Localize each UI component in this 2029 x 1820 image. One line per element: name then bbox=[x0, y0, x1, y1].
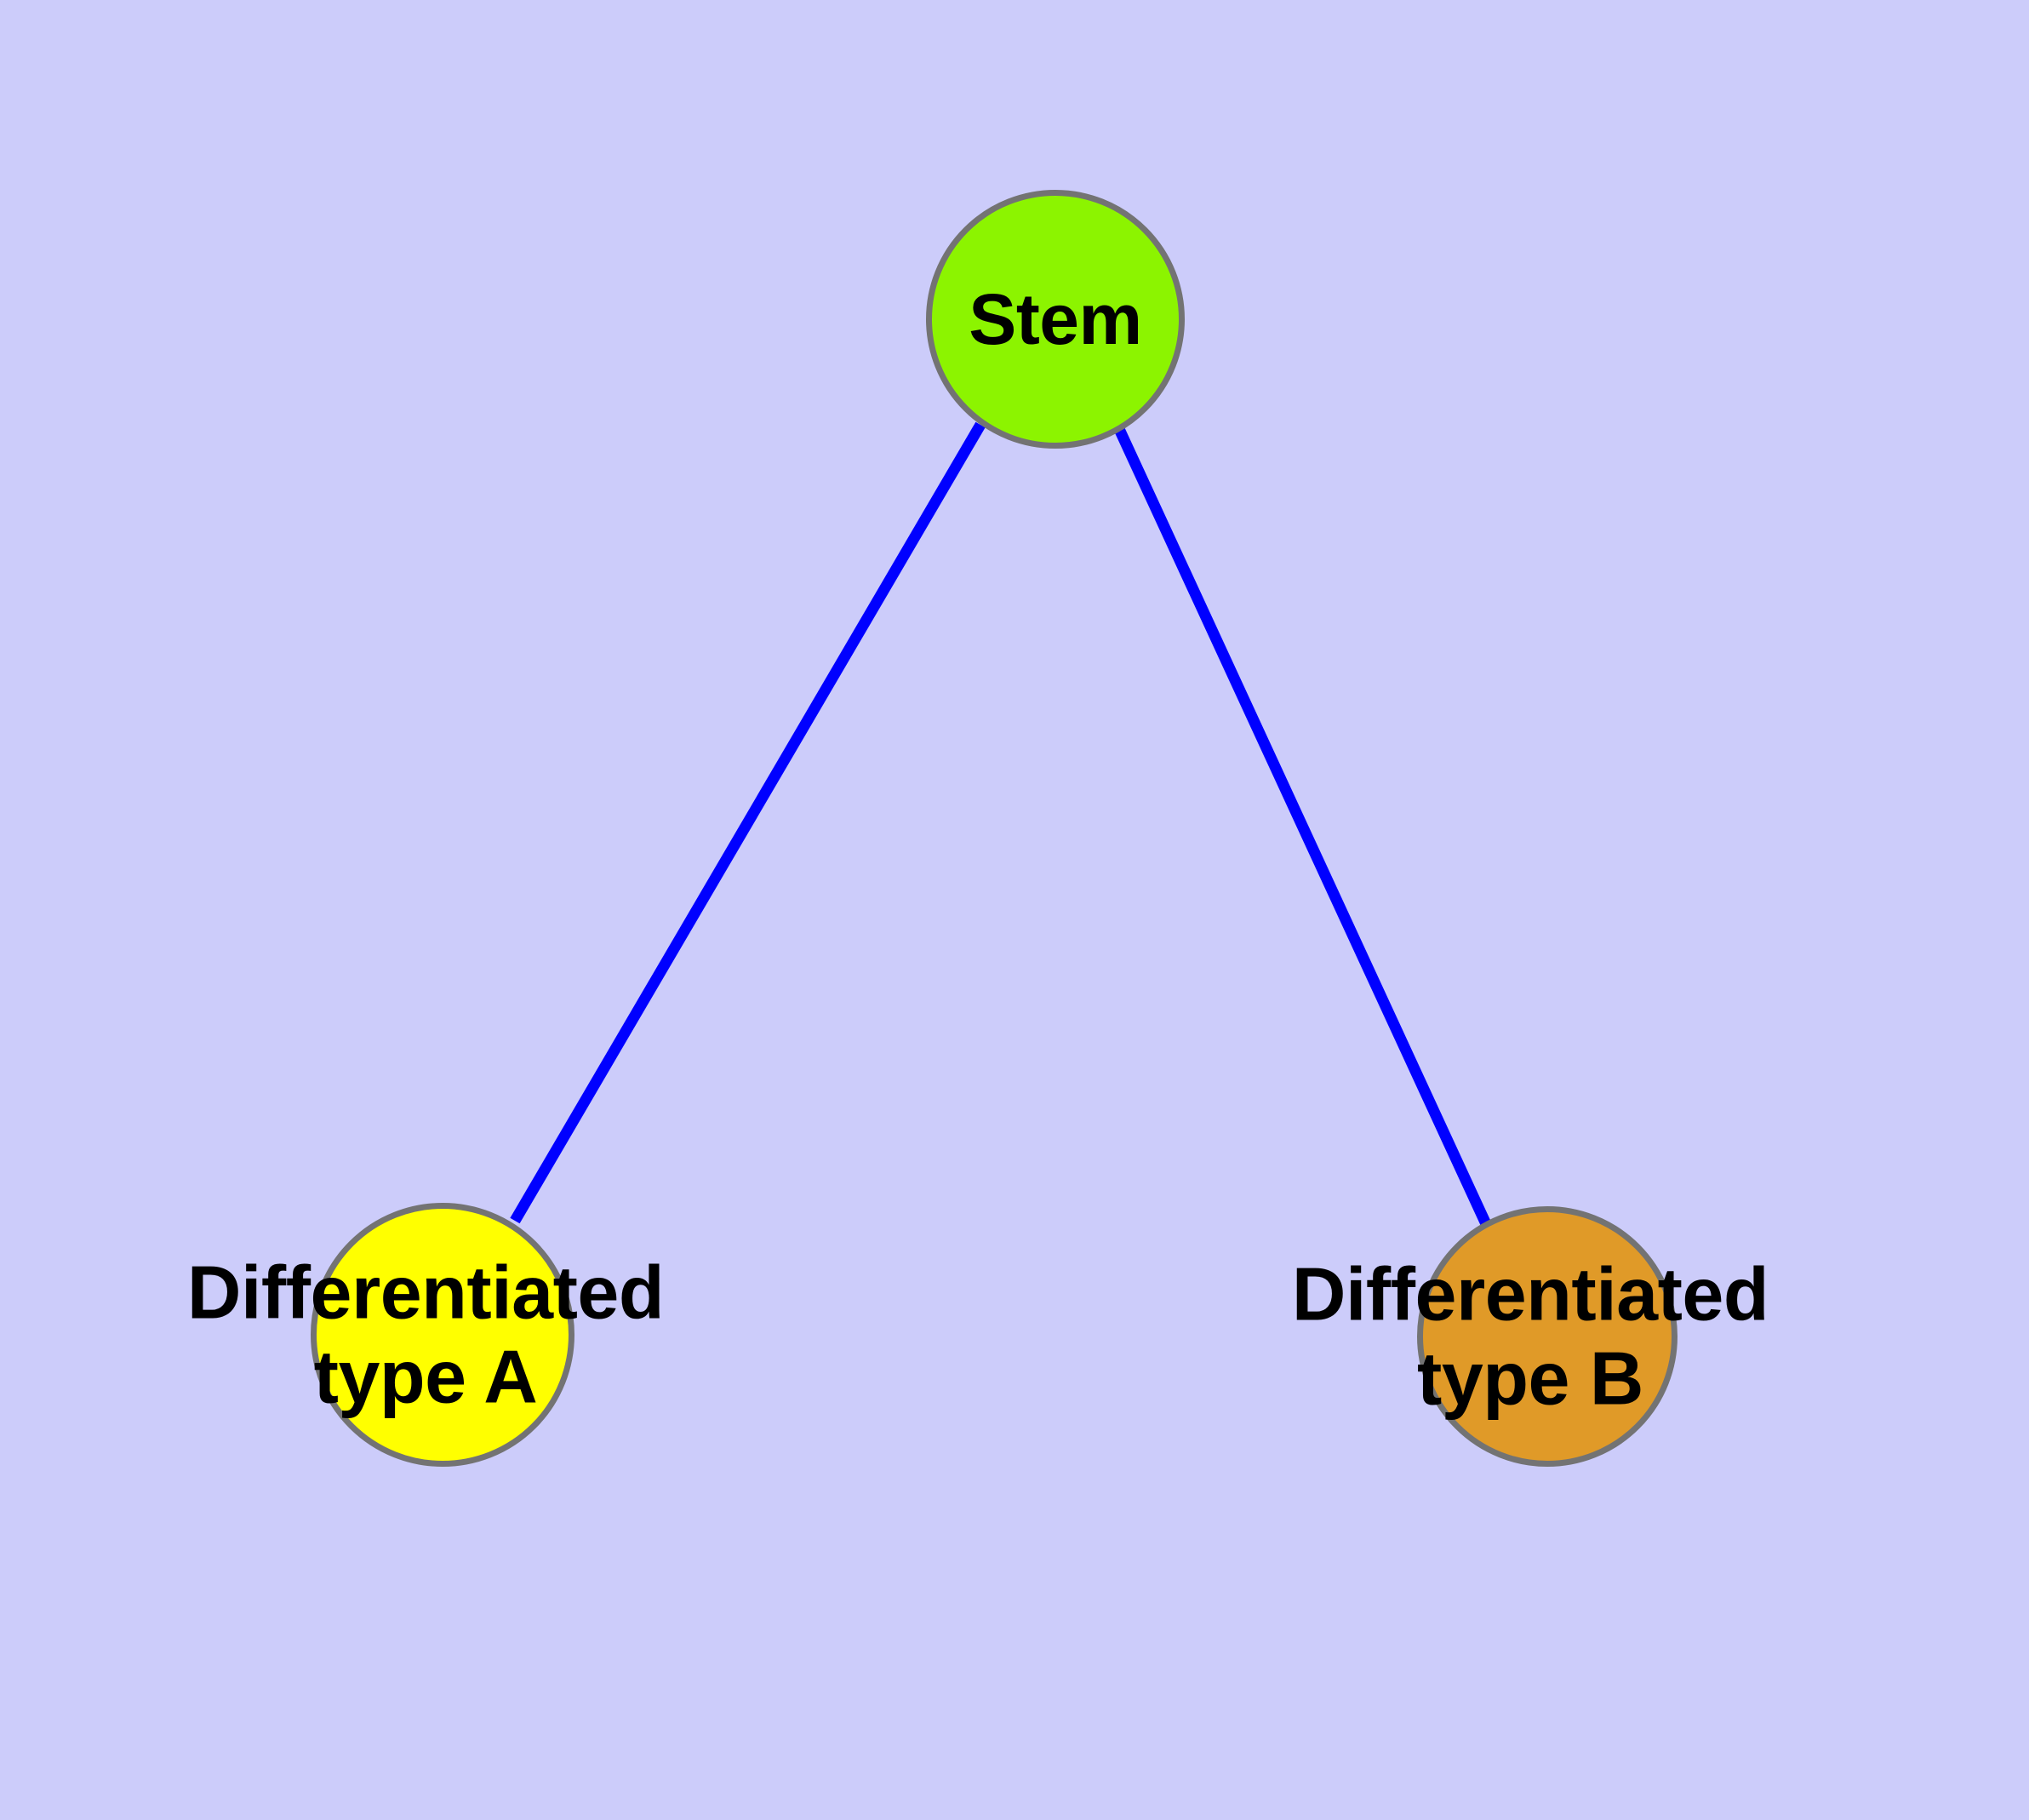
node-layer bbox=[311, 190, 1677, 1467]
node-diff-type-b[interactable] bbox=[1417, 1206, 1677, 1467]
node-stem[interactable] bbox=[926, 190, 1185, 449]
edge-stem-to-type-a[interactable] bbox=[510, 421, 986, 1224]
node-diff-type-a[interactable] bbox=[311, 1203, 574, 1467]
edge-stem-to-type-b[interactable] bbox=[1114, 426, 1492, 1228]
edge-layer bbox=[510, 421, 1492, 1228]
